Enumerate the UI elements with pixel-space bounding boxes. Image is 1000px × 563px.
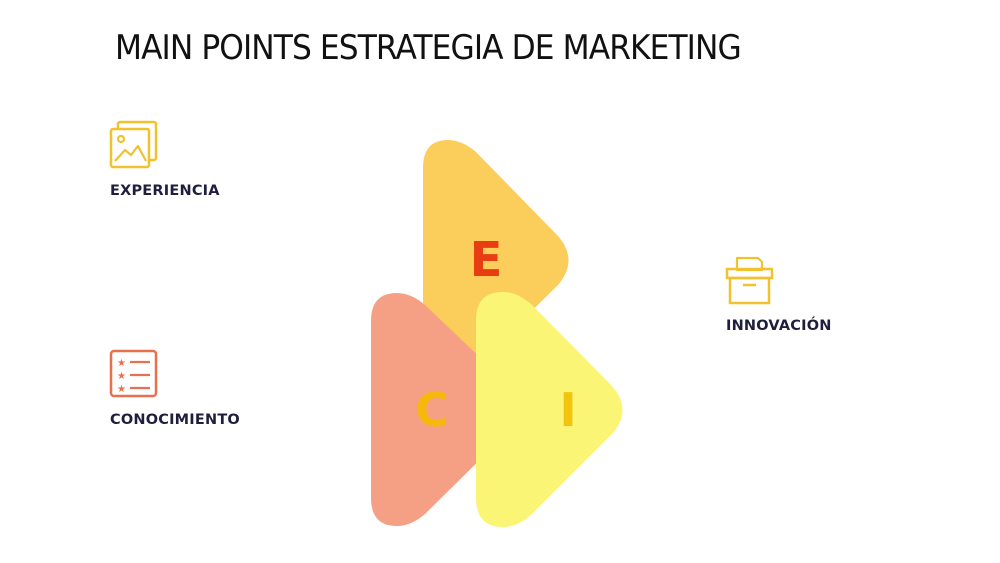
letter-c: C	[415, 383, 449, 437]
experiencia-label: EXPERIENCIA	[110, 183, 220, 199]
svg-text:★: ★	[117, 371, 126, 382]
conocimiento-label: CONOCIMIENTO	[110, 412, 240, 428]
letter-i: I	[559, 383, 576, 437]
svg-text:★: ★	[117, 358, 126, 369]
archive-box-icon	[725, 256, 774, 305]
image-gallery-icon	[109, 120, 158, 169]
letter-e: E	[470, 232, 503, 288]
triangle-c	[371, 293, 518, 526]
triangle-e	[423, 140, 569, 378]
triangle-i	[476, 292, 623, 527]
innovacion-label: INNOVACIÓN	[726, 318, 832, 334]
star-list-icon: ★ ★ ★	[109, 349, 158, 398]
svg-text:★: ★	[117, 384, 126, 395]
page-title: MAIN POINTS ESTRATEGIA DE MARKETING	[115, 28, 742, 68]
